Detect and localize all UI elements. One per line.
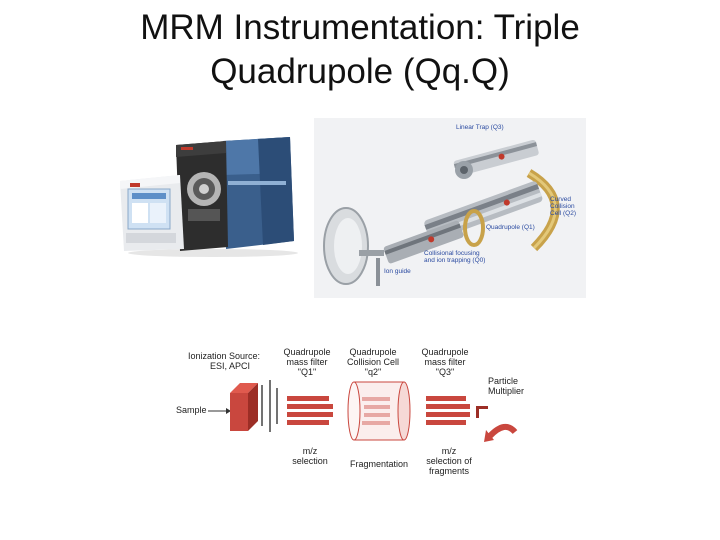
- q1-rods: [287, 396, 333, 425]
- caption-q3: m/z selection of fragments: [418, 446, 480, 476]
- caption-q2: Fragmentation: [344, 459, 414, 469]
- particle-multiplier-icon: [476, 406, 515, 442]
- label-ion-source: Ionization Source: ESI, APCI: [188, 351, 278, 371]
- header-q1: Quadrupole mass filter "Q1": [276, 347, 338, 377]
- label-detector: Particle Multiplier: [488, 376, 548, 396]
- q3-rods: [426, 396, 470, 425]
- caption-q1: m/z selection: [282, 446, 338, 466]
- header-q3: Quadrupole mass filter "Q3": [414, 347, 476, 377]
- q2-collision-cell: [348, 382, 410, 440]
- label-sample: Sample: [176, 405, 210, 415]
- header-q2: Quadrupole Collision Cell "q2": [336, 347, 410, 377]
